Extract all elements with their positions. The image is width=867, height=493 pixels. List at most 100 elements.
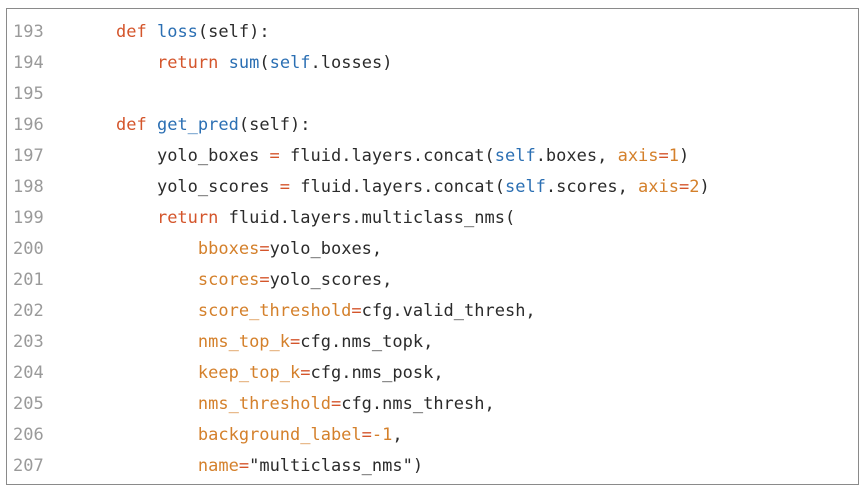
code-text: background_label=-1, [116, 420, 403, 451]
indent [116, 270, 198, 290]
code-token: -1 [371, 425, 393, 445]
code-text: name="multiclass_nms") [116, 451, 423, 482]
code-line: 193 def loss(self): [7, 17, 858, 48]
code-token: = [238, 456, 250, 476]
code-token: return [156, 208, 219, 228]
code-token [147, 22, 157, 42]
indent [116, 208, 157, 228]
code-token: = [361, 425, 372, 445]
code-token: nms_threshold [197, 394, 331, 414]
code-token: 1 [668, 146, 680, 166]
indent [116, 394, 198, 414]
indent [116, 301, 198, 321]
code-line: 202 score_threshold=cfg.valid_thresh, [7, 296, 858, 327]
line-number: 194 [13, 53, 44, 73]
code-token: score_threshold [197, 301, 352, 321]
code-token: = [279, 177, 291, 197]
indent [116, 425, 198, 445]
code-text: score_threshold=cfg.valid_thresh, [116, 296, 536, 327]
code-token: nms_top_k [197, 332, 291, 352]
line-number: 200 [13, 239, 44, 259]
code-token: fluid.layers.multiclass_nms( [218, 208, 516, 228]
code-token: yolo_scores, [269, 270, 393, 290]
code-token: = [330, 394, 342, 414]
line-number: 204 [13, 363, 44, 383]
code-token: = [269, 146, 280, 166]
line-number: 195 [13, 84, 44, 104]
indent [116, 456, 198, 476]
code-text: return sum(self.losses) [116, 48, 392, 79]
code-token: loss [156, 22, 198, 42]
code-token: background_label [197, 425, 362, 445]
code-line: 197 yolo_boxes = fluid.layers.concat(sel… [7, 141, 858, 172]
code-token: ( [259, 53, 270, 73]
code-token: cfg.valid_thresh, [361, 301, 536, 321]
indent [116, 146, 157, 166]
code-text: yolo_scores = fluid.layers.concat(self.s… [116, 172, 710, 203]
code-token: bboxes [197, 239, 260, 259]
code-text: return fluid.layers.multiclass_nms( [116, 203, 515, 234]
code-token: yolo_boxes [156, 146, 270, 166]
code-token [218, 53, 228, 73]
line-number: 193 [13, 22, 44, 42]
code-token: , [392, 425, 403, 445]
code-token: cfg.nms_posk, [310, 363, 444, 383]
code-text: bboxes=yolo_boxes, [116, 234, 382, 265]
line-number: 205 [13, 394, 44, 414]
code-line: 198 yolo_scores = fluid.layers.concat(se… [7, 172, 858, 203]
code-text: keep_top_k=cfg.nms_posk, [116, 358, 444, 389]
code-line: 200 bboxes=yolo_boxes, [7, 234, 858, 265]
code-token: fluid.layers.concat( [279, 146, 495, 166]
line-number: 196 [13, 115, 44, 135]
code-line: 194 return sum(self.losses) [7, 48, 858, 79]
code-line: 205 nms_threshold=cfg.nms_thresh, [7, 389, 858, 420]
code-line: 206 background_label=-1, [7, 420, 858, 451]
code-token: axis [638, 177, 679, 197]
code-text: yolo_boxes = fluid.layers.concat(self.bo… [116, 141, 689, 172]
line-number: 199 [13, 208, 44, 228]
code-token: = [290, 332, 301, 352]
code-token: .boxes, [535, 146, 618, 166]
code-token: "multiclass_nms") [249, 456, 424, 476]
code-token: get_pred [156, 115, 239, 135]
code-text: def get_pred(self): [116, 110, 311, 141]
code-token: self [494, 146, 536, 166]
code-token: .scores, [545, 177, 639, 197]
code-token: fluid.layers.concat( [290, 177, 505, 197]
code-text: scores=yolo_scores, [116, 265, 393, 296]
indent [116, 239, 198, 259]
code-line: 204 keep_top_k=cfg.nms_posk, [7, 358, 858, 389]
code-token: keep_top_k [197, 363, 301, 383]
code-token: ) [699, 177, 710, 197]
code-text: nms_threshold=cfg.nms_thresh, [116, 389, 495, 420]
code-line: 203 nms_top_k=cfg.nms_topk, [7, 327, 858, 358]
code-line: 201 scores=yolo_scores, [7, 265, 858, 296]
code-token: cfg.nms_thresh, [341, 394, 495, 414]
code-token: (self): [238, 115, 311, 135]
line-number: 207 [13, 456, 44, 476]
line-number: 198 [13, 177, 44, 197]
indent [116, 332, 198, 352]
code-token: = [300, 363, 311, 383]
code-token: def [116, 22, 147, 42]
code-token: yolo_scores [156, 177, 280, 197]
code-token: self [504, 177, 546, 197]
code-token: yolo_boxes, [269, 239, 383, 259]
line-number: 203 [13, 332, 44, 352]
code-token: axis [617, 146, 659, 166]
code-token [147, 115, 157, 135]
code-token: = [259, 270, 270, 290]
code-token: scores [197, 270, 260, 290]
code-line: 195 [7, 79, 858, 110]
code-line: 207 name="multiclass_nms") [7, 451, 858, 482]
indent [116, 363, 198, 383]
code-token: = [351, 301, 362, 321]
code-token: = [658, 146, 669, 166]
code-token: return [156, 53, 219, 73]
code-token: ) [679, 146, 690, 166]
code-text: def loss(self): [116, 17, 270, 48]
code-line: 199 return fluid.layers.multiclass_nms( [7, 203, 858, 234]
code-token: = [679, 177, 690, 197]
